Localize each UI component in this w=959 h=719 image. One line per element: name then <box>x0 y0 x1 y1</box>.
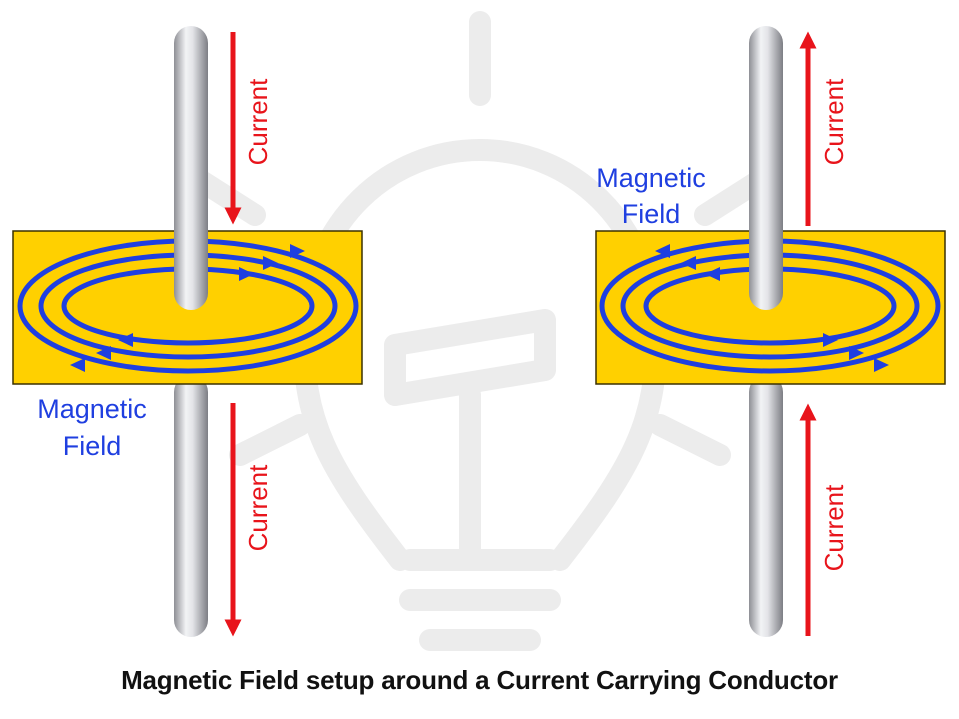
left-conductor-rod-upper <box>174 26 208 310</box>
right-current-label-top: Current <box>819 78 849 165</box>
right-field-label-line2: Field <box>622 199 681 229</box>
left-field-label-line2: Field <box>63 431 122 461</box>
diagram-caption: Magnetic Field setup around a Current Ca… <box>121 665 838 695</box>
left-conductor-diagram: Current Current Magnetic Field <box>12 26 363 637</box>
right-field-label-line1: Magnetic <box>596 163 706 193</box>
left-field-label-line1: Magnetic <box>37 394 147 424</box>
right-conductor-diagram: Current Current Magnetic Field <box>595 26 946 637</box>
left-field-direction-arrows <box>70 244 305 372</box>
right-conductor-rod-upper <box>749 26 783 310</box>
left-current-label-top: Current <box>243 78 273 165</box>
left-conductor-rod-lower <box>174 375 208 637</box>
right-current-label-bottom: Current <box>819 484 849 571</box>
right-conductor-rod-lower <box>749 375 783 637</box>
right-field-direction-arrows <box>655 244 889 372</box>
left-current-label-bottom: Current <box>243 464 273 551</box>
